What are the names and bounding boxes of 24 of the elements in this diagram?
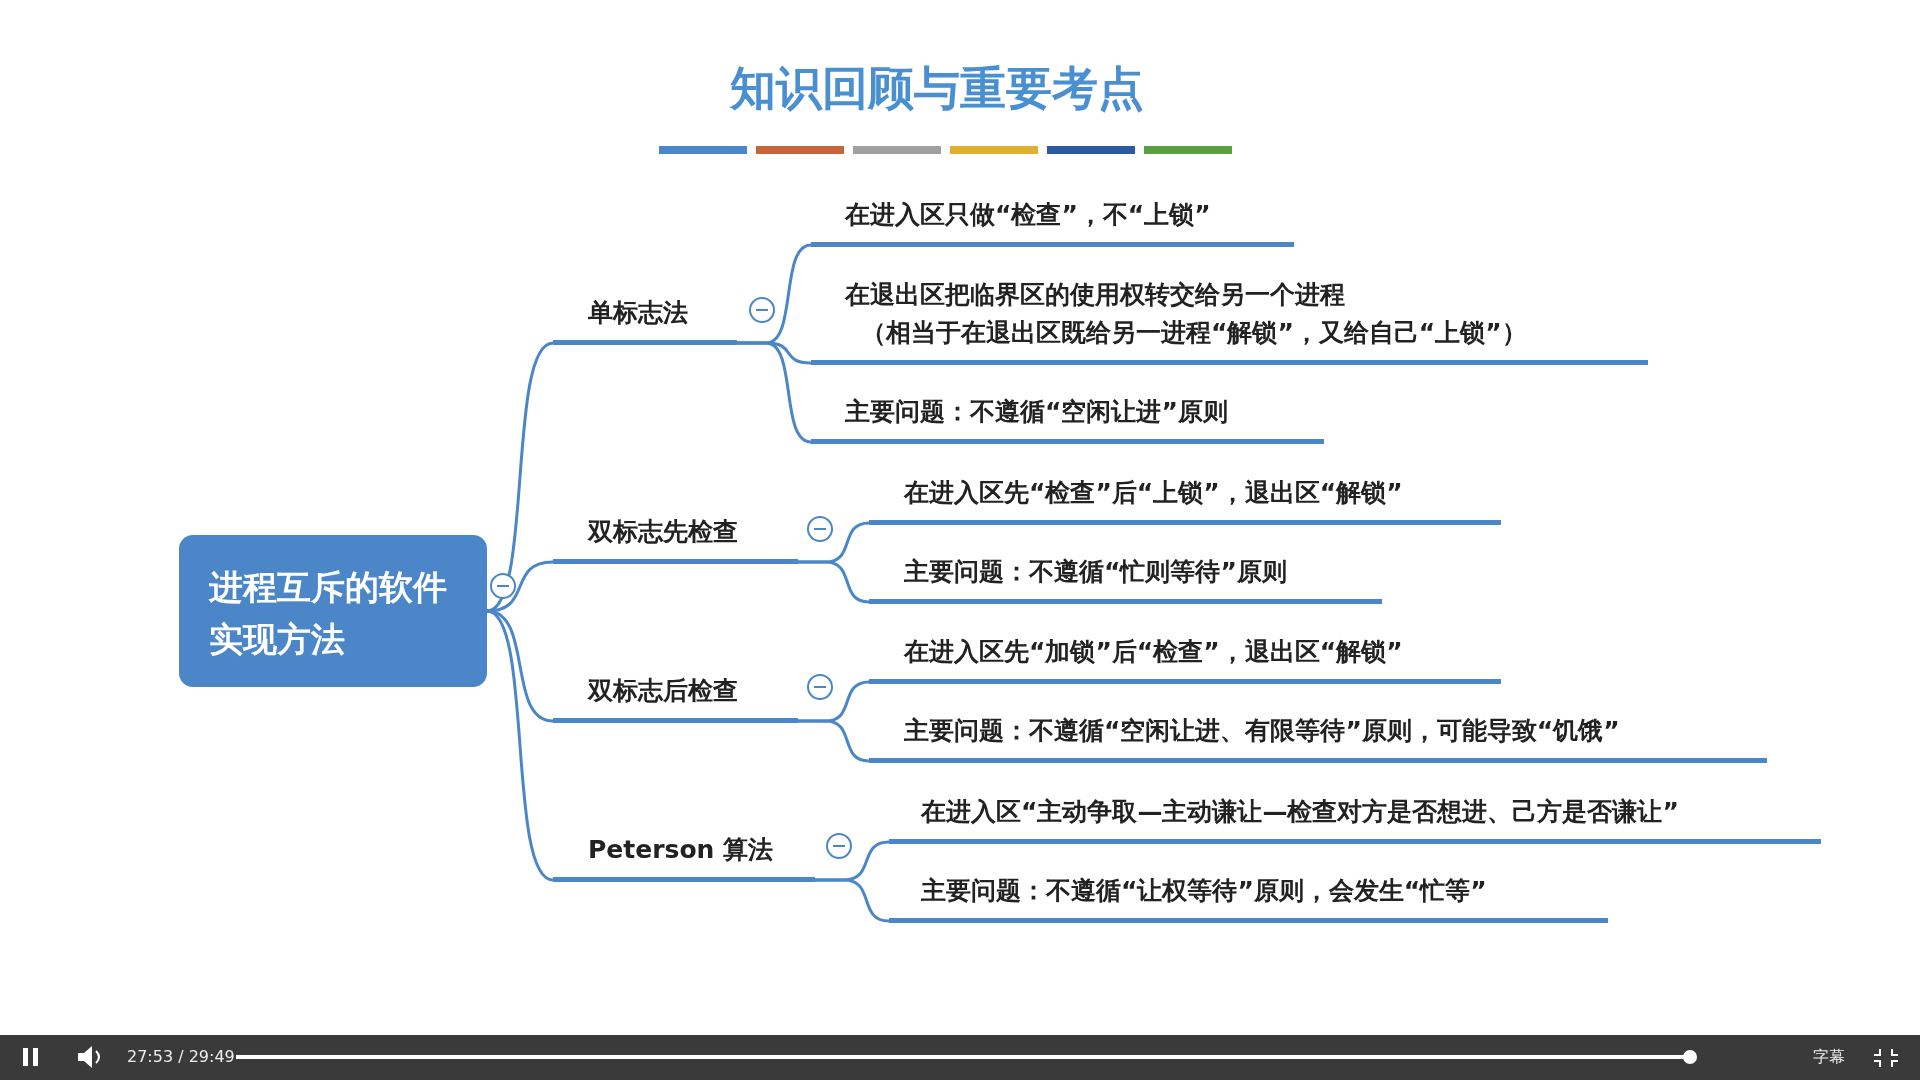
connector-line — [737, 341, 812, 444]
root-box: 进程互斥的软件实现方法 — [179, 535, 487, 687]
topic-text: Peterson 算法 — [588, 834, 775, 866]
topic-text: 单标志法 — [588, 297, 689, 329]
connector-line — [798, 719, 870, 763]
topic-text: 主要问题：不遵循“空闲让进、有限等待”原则，可能导致“饥饿” — [904, 715, 1621, 747]
topic-text: （相当于在退出区既给另一进程“解锁”，又给自己“上锁”） — [860, 317, 1528, 349]
topic-text: 双标志后检查 — [588, 675, 739, 707]
topic-text: 主要问题：不遵循“空闲让进”原则 — [845, 396, 1229, 428]
topic-text: 在退出区把临界区的使用权转交给另一个进程 — [845, 279, 1346, 311]
subtitle-toggle: 字幕 — [1813, 1047, 1845, 1068]
topic-text: 在进入区先“检查”后“上锁”，退出区“解锁” — [904, 477, 1404, 509]
connector-line — [486, 609, 554, 882]
connector-line — [798, 560, 870, 604]
topic-text: 在进入区“主动争取—主动谦让—检查对方是否想进、己方是否谦让” — [921, 796, 1680, 828]
connector-line — [486, 560, 554, 613]
topic-text: 在进入区先“加锁”后“检查”，退出区“解锁” — [904, 636, 1404, 668]
time-display: 27:53 / 29:49 — [127, 1047, 235, 1066]
topic-text: 在进入区只做“检查”，不“上锁” — [845, 199, 1212, 231]
topic-text: 主要问题：不遵循“让权等待”原则，会发生“忙等” — [921, 875, 1488, 907]
connector-line — [815, 878, 890, 923]
topic-text: 主要问题：不遵循“忙则等待”原则 — [904, 556, 1288, 588]
title: 知识回顾与重要考点 — [728, 60, 1145, 117]
topic-text: 双标志先检查 — [588, 516, 739, 548]
